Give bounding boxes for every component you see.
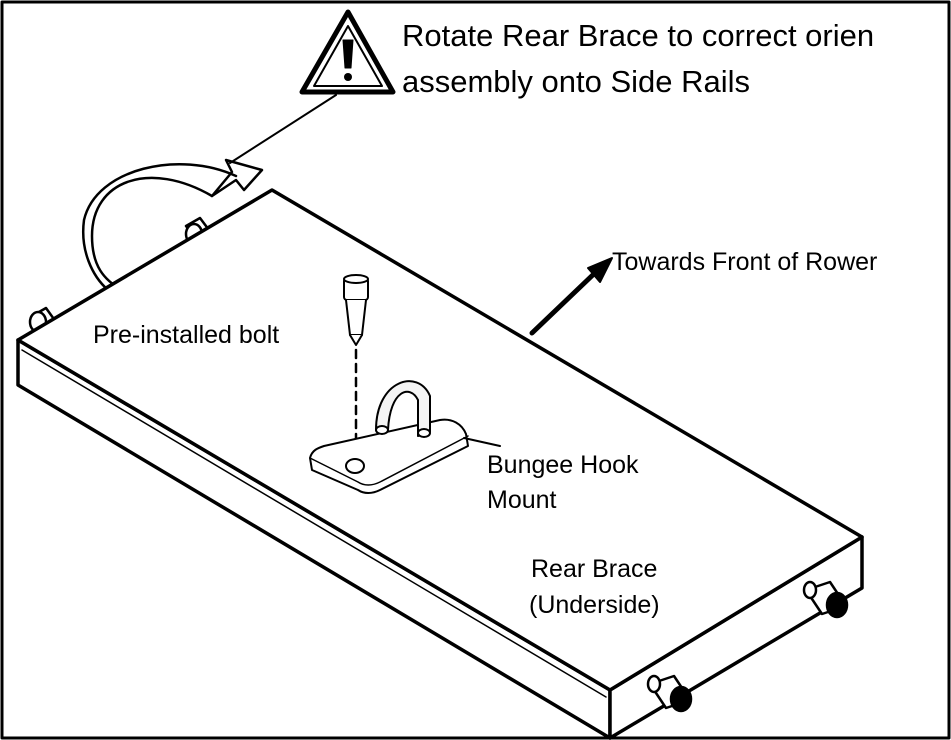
rear-brace-label-line1: Rear Brace [531, 555, 658, 583]
hook-mount-plate-icon [309, 380, 469, 494]
brace-top-edge-inner [21, 349, 607, 698]
rear-brace-label-line2: (Underside) [529, 591, 660, 619]
front-direction-arrow-icon [529, 257, 613, 336]
warning-text-line2: assembly onto Side Rails [402, 64, 751, 99]
warning-leader-line [229, 94, 337, 164]
right-peg-lower [646, 674, 693, 713]
front-direction-label: Towards Front of Rower [612, 248, 878, 276]
hook-leader-line [463, 437, 501, 447]
hook-mount-label-line1: Bungee Hook [487, 451, 639, 479]
bolt-icon [343, 274, 369, 346]
warning-triangle-icon [299, 9, 396, 95]
rotate-arrow-icon [81, 158, 264, 292]
right-peg-upper [802, 580, 849, 619]
bolt-label: Pre-installed bolt [93, 321, 280, 349]
hook-mount-label-line2: Mount [487, 486, 557, 514]
warning-text-line1: Rotate Rear Brace to correct orien [402, 18, 875, 53]
